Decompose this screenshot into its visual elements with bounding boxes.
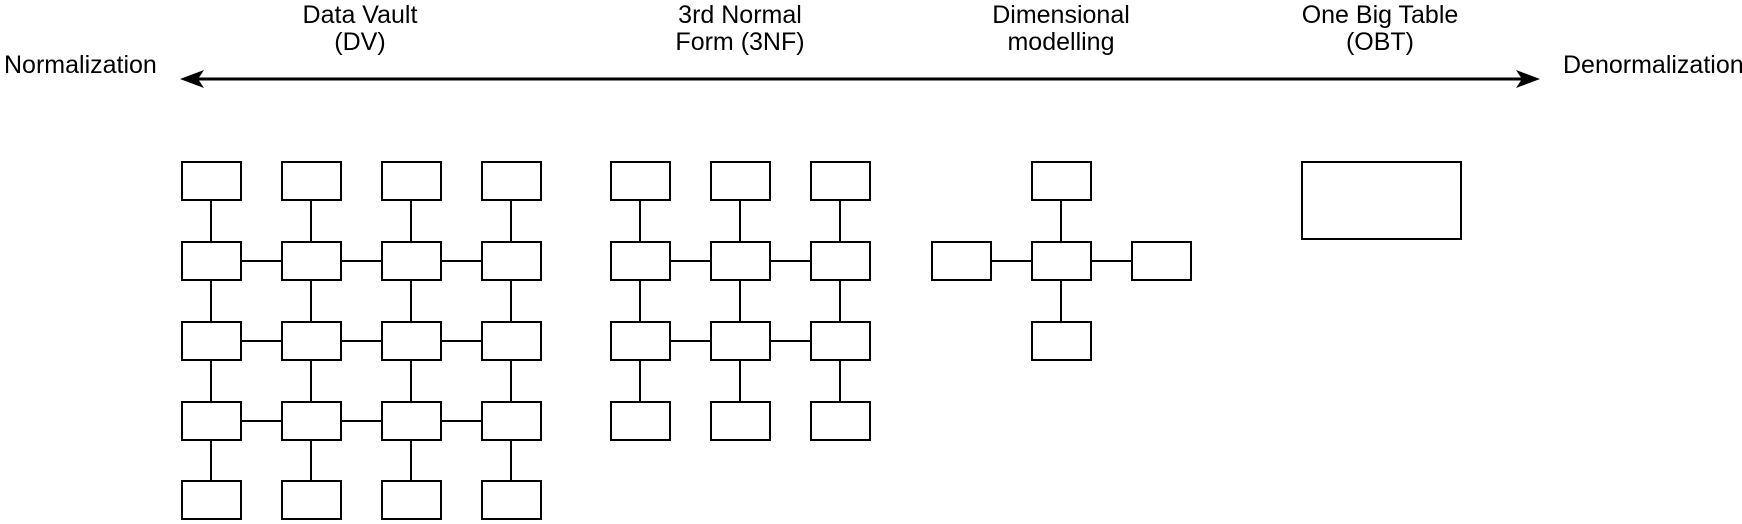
data-vault-schema-connector	[442, 340, 481, 342]
3nf-schema-table-box	[710, 401, 771, 441]
data-vault-schema-connector	[510, 281, 512, 321]
label-obt: One Big Table (OBT)	[1302, 2, 1459, 56]
3nf-schema-connector	[639, 201, 641, 241]
label-3nf-line2: Form (3NF)	[675, 28, 805, 56]
data-vault-schema-table-box	[281, 401, 342, 441]
3nf-schema-connector	[639, 361, 641, 401]
obt-schema-table-box	[1301, 161, 1462, 240]
3nf-schema-table-box	[810, 321, 871, 361]
data-vault-schema-table-box	[481, 241, 542, 281]
data-vault-schema-table-box	[181, 480, 242, 520]
3nf-schema-connector	[839, 281, 841, 321]
data-vault-schema-table-box	[381, 401, 442, 441]
data-vault-schema-connector	[342, 260, 381, 262]
data-vault-schema-connector	[210, 441, 212, 480]
3nf-schema-table-box	[610, 321, 671, 361]
data-vault-schema-connector	[510, 201, 512, 241]
data-vault-schema-connector	[210, 281, 212, 321]
label-dimensional-line2: modelling	[1007, 28, 1115, 56]
star-schema-table-box	[1131, 241, 1192, 281]
3nf-schema-connector	[839, 361, 841, 401]
data-vault-schema-table-box	[381, 321, 442, 361]
3nf-schema-table-box	[710, 241, 771, 281]
label-3nf-line1: 3rd Normal	[678, 1, 802, 29]
normalization-label: Normalization	[4, 51, 157, 79]
data-vault-schema-connector	[342, 420, 381, 422]
data-vault-schema-connector	[310, 361, 312, 401]
data-vault-schema-table-box	[381, 480, 442, 520]
3nf-schema-connector	[639, 281, 641, 321]
data-vault-schema-connector	[210, 201, 212, 241]
label-3nf: 3rd Normal Form (3NF)	[675, 2, 804, 56]
data-vault-schema-table-box	[381, 161, 442, 201]
data-vault-schema-table-box	[281, 161, 342, 201]
star-schema-table-box	[1031, 321, 1092, 361]
star-schema-table-box	[1031, 161, 1092, 201]
data-vault-schema-table-box	[481, 321, 542, 361]
3nf-schema-table-box	[610, 241, 671, 281]
data-vault-schema-table-box	[481, 480, 542, 520]
label-obt-line2: (OBT)	[1345, 28, 1415, 56]
3nf-schema-connector	[739, 281, 741, 321]
3nf-schema-connector	[739, 361, 741, 401]
data-vault-schema-connector	[242, 420, 281, 422]
3nf-schema-table-box	[810, 401, 871, 441]
3nf-schema-table-box	[710, 321, 771, 361]
star-schema-table-box	[1031, 241, 1092, 281]
arrow-head-right	[1516, 70, 1540, 88]
star-schema-connector	[1060, 281, 1062, 321]
label-dimensional: Dimensional modelling	[992, 2, 1130, 56]
3nf-schema-connector	[839, 201, 841, 241]
label-dimensional-line1: Dimensional	[992, 1, 1130, 29]
data-vault-schema-table-box	[181, 241, 242, 281]
data-vault-schema-table-box	[481, 161, 542, 201]
data-vault-schema-table-box	[381, 241, 442, 281]
data-vault-schema-connector	[310, 201, 312, 241]
data-vault-schema-connector	[410, 201, 412, 241]
denormalization-label: Denormalization	[1563, 51, 1742, 79]
data-vault-schema-connector	[510, 361, 512, 401]
data-vault-schema-table-box	[281, 480, 342, 520]
3nf-schema-table-box	[810, 161, 871, 201]
data-vault-schema-connector	[410, 361, 412, 401]
data-vault-schema-connector	[510, 441, 512, 480]
star-schema-connector	[1092, 260, 1131, 262]
label-data-vault: Data Vault (DV)	[303, 2, 418, 56]
data-vault-schema-table-box	[181, 401, 242, 441]
data-vault-schema-connector	[442, 260, 481, 262]
3nf-schema-connector	[739, 201, 741, 241]
label-obt-line1: One Big Table	[1301, 1, 1459, 29]
3nf-schema-table-box	[810, 241, 871, 281]
star-schema-connector	[992, 260, 1031, 262]
data-vault-schema-connector	[242, 260, 281, 262]
data-vault-schema-connector	[410, 441, 412, 480]
3nf-schema-connector	[671, 340, 710, 342]
data-vault-schema-table-box	[281, 321, 342, 361]
data-vault-schema-connector	[310, 441, 312, 480]
arrow-head-left	[180, 70, 204, 88]
data-vault-schema-connector	[210, 361, 212, 401]
data-vault-schema-table-box	[181, 321, 242, 361]
data-vault-schema-connector	[410, 281, 412, 321]
3nf-schema-table-box	[610, 401, 671, 441]
3nf-schema-connector	[671, 260, 710, 262]
data-vault-schema-table-box	[281, 241, 342, 281]
data-vault-schema-connector	[310, 281, 312, 321]
3nf-schema-connector	[771, 340, 810, 342]
3nf-schema-connector	[771, 260, 810, 262]
data-vault-schema-table-box	[481, 401, 542, 441]
data-vault-schema-connector	[442, 420, 481, 422]
label-data-vault-line1: Data Vault	[302, 1, 418, 29]
label-data-vault-line2: (DV)	[334, 28, 386, 56]
data-vault-schema-connector	[342, 340, 381, 342]
data-vault-schema-table-box	[181, 161, 242, 201]
star-schema-connector	[1060, 201, 1062, 241]
3nf-schema-table-box	[610, 161, 671, 201]
3nf-schema-table-box	[710, 161, 771, 201]
star-schema-table-box	[931, 241, 992, 281]
data-vault-schema-connector	[242, 340, 281, 342]
